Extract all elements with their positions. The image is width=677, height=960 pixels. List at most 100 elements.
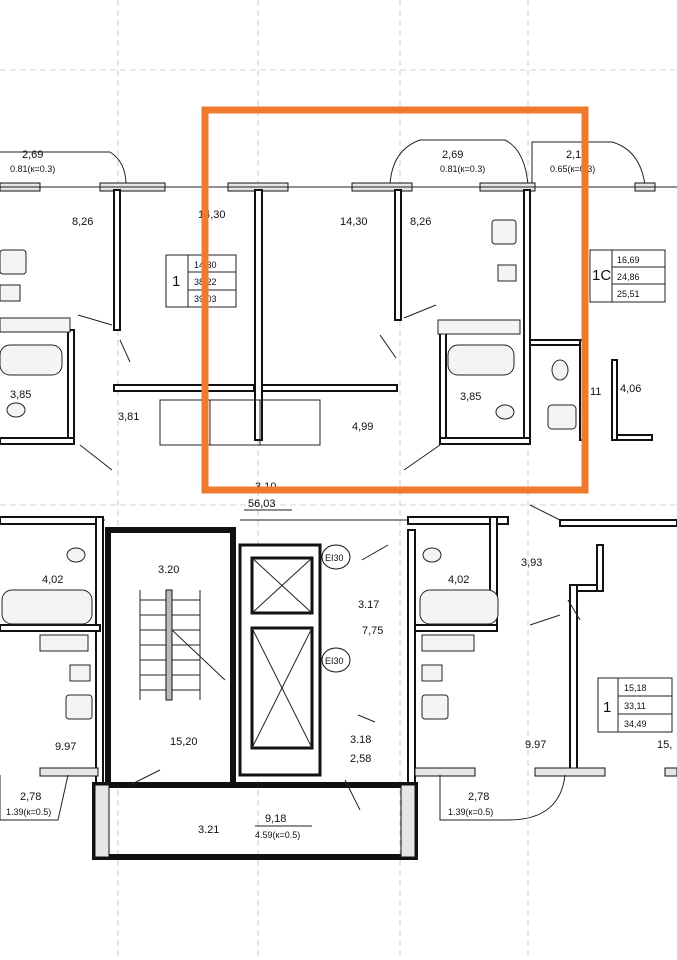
balcony-left bbox=[0, 151, 127, 186]
balcony-reduced-label: 0.65(к=0.3) bbox=[550, 164, 595, 174]
sink-icon bbox=[0, 284, 21, 302]
bath-area-label: 4,02 bbox=[42, 574, 63, 586]
lift-block bbox=[238, 543, 351, 777]
wall bbox=[407, 529, 416, 786]
bath-area-label: 4,06 bbox=[620, 383, 641, 395]
living-area-label: 15,18 bbox=[624, 683, 647, 693]
lobby-area-label: 7,75 bbox=[362, 625, 383, 637]
toilet-icon bbox=[551, 359, 569, 381]
wall bbox=[394, 189, 402, 321]
toilet-icon bbox=[6, 402, 26, 418]
room-area-label: 8,26 bbox=[72, 216, 93, 228]
wall bbox=[439, 437, 531, 445]
wall bbox=[261, 384, 398, 392]
wall bbox=[407, 516, 509, 525]
room-area-label: 15, bbox=[657, 739, 672, 751]
room-count-label: 1С bbox=[592, 267, 611, 284]
balcony-area-label: 2,1 bbox=[566, 149, 581, 161]
total-area-label: 33,11 bbox=[624, 701, 646, 711]
total-area-label: 24,86 bbox=[617, 272, 640, 282]
balcony-area-label: 2,78 bbox=[20, 791, 41, 803]
bath-area-label: 3,85 bbox=[460, 391, 481, 403]
toilet-icon bbox=[422, 547, 442, 563]
balcony-reduced-label: 0.81(к=0.3) bbox=[440, 164, 485, 174]
hall-area-label: 4,99 bbox=[352, 421, 373, 433]
counter-icon bbox=[437, 319, 521, 335]
fire-rating-label: EI30 bbox=[325, 553, 344, 563]
ext-wall bbox=[39, 767, 99, 777]
wall bbox=[0, 516, 101, 525]
bathtub-icon bbox=[0, 344, 63, 376]
balcony-reduced-label: 1.39(к=0.5) bbox=[448, 807, 493, 817]
exit-reduced-label: 4.59(к=0.5) bbox=[255, 830, 300, 840]
room-area-label: 14,30 bbox=[340, 216, 368, 228]
fire-rating-label: EI30 bbox=[325, 656, 344, 666]
counter-icon bbox=[421, 634, 475, 652]
room-count-label: 1 bbox=[172, 273, 180, 290]
kitchen-area-label: 8,26 bbox=[410, 216, 431, 228]
wall bbox=[414, 624, 498, 632]
sink-icon bbox=[421, 664, 443, 682]
bathtub-icon bbox=[447, 344, 515, 376]
living-area-label: 16,69 bbox=[617, 255, 640, 265]
vestibule-number-label: 3.18 bbox=[350, 734, 371, 746]
balcony-right bbox=[531, 141, 646, 186]
counter-icon bbox=[39, 634, 89, 652]
balcony-reduced-label: 1.39(к=0.5) bbox=[6, 807, 51, 817]
sink-icon bbox=[497, 264, 517, 282]
wall bbox=[529, 339, 581, 346]
wall bbox=[616, 434, 653, 441]
total-area-balcony-label: 34,49 bbox=[624, 719, 647, 729]
hall-area-label: 3,81 bbox=[118, 411, 139, 423]
exit-number-label: 3.21 bbox=[198, 824, 219, 836]
wall bbox=[67, 329, 75, 441]
highlight-frame bbox=[201, 106, 589, 494]
exit-area-label: 9,18 bbox=[265, 813, 286, 825]
exit-area bbox=[92, 782, 418, 860]
wall bbox=[523, 189, 531, 441]
ext-wall bbox=[534, 767, 606, 777]
stove-icon bbox=[421, 694, 449, 720]
apartment-info-box: 1С 16,69 24,86 25,51 bbox=[589, 249, 666, 303]
apartment-info-box: 1 14,30 38,22 39,03 bbox=[165, 254, 237, 308]
stove-icon bbox=[65, 694, 93, 720]
wall bbox=[576, 584, 598, 592]
shaft-group bbox=[159, 399, 321, 446]
wall bbox=[0, 624, 101, 632]
total-area-balcony-label: 25,51 bbox=[617, 289, 640, 299]
wall bbox=[0, 437, 75, 445]
wall bbox=[559, 519, 677, 527]
sink-icon bbox=[69, 664, 91, 682]
ext-wall bbox=[414, 767, 476, 777]
kitchen-area-label: 9.97 bbox=[525, 739, 546, 751]
stove-icon bbox=[0, 249, 27, 275]
vestibule-area-label: 2,58 bbox=[350, 753, 371, 765]
wall bbox=[113, 189, 121, 331]
bathtub-icon bbox=[1, 589, 93, 625]
corridor-area-label: 56,03 bbox=[248, 498, 276, 510]
toilet-icon bbox=[495, 404, 515, 420]
stove-icon bbox=[491, 219, 517, 245]
wall bbox=[95, 516, 104, 788]
room-count-label: 1 bbox=[603, 699, 611, 716]
toilet-icon bbox=[66, 547, 86, 563]
stair-block bbox=[105, 527, 236, 788]
balcony-area-label: 2,78 bbox=[468, 791, 489, 803]
apartment-info-box: 1 15,18 33,11 34,49 bbox=[597, 677, 673, 733]
bathtub-icon bbox=[419, 589, 499, 625]
balcony-reduced-label: 0.81(к=0.3) bbox=[10, 164, 55, 174]
wall bbox=[439, 329, 447, 441]
wall bbox=[596, 544, 604, 592]
wall bbox=[254, 189, 263, 441]
kitchen-area-label: 9.97 bbox=[55, 741, 76, 753]
bath-area-label: 3,85 bbox=[10, 389, 31, 401]
bath-area-label: 4,02 bbox=[448, 574, 469, 586]
stair-area-label: 15,20 bbox=[170, 736, 198, 748]
ext-wall bbox=[664, 767, 677, 777]
balcony-center bbox=[389, 139, 529, 186]
shower-icon bbox=[547, 404, 577, 430]
balcony-area-label: 2,69 bbox=[22, 149, 43, 161]
counter-icon bbox=[0, 317, 71, 333]
